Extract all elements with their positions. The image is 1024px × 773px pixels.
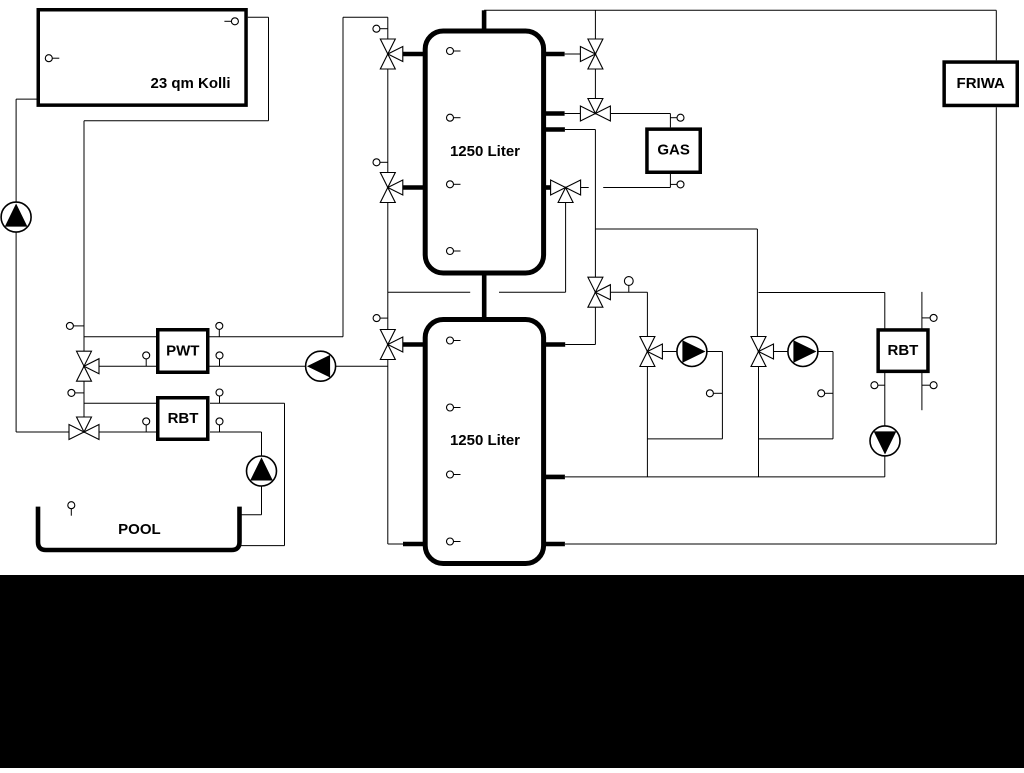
svg-text:POOL: POOL [118, 521, 161, 538]
svg-text:RBT: RBT [168, 410, 199, 427]
svg-text:FRIWA: FRIWA [957, 75, 1005, 92]
svg-text:RBT: RBT [887, 342, 918, 359]
svg-text:23 qm Kolli: 23 qm Kolli [150, 75, 230, 92]
svg-text:GAS: GAS [657, 142, 690, 159]
svg-text:PWT: PWT [166, 343, 199, 360]
svg-text:1250 Liter: 1250 Liter [450, 143, 520, 160]
svg-text:1250 Liter: 1250 Liter [450, 432, 520, 449]
